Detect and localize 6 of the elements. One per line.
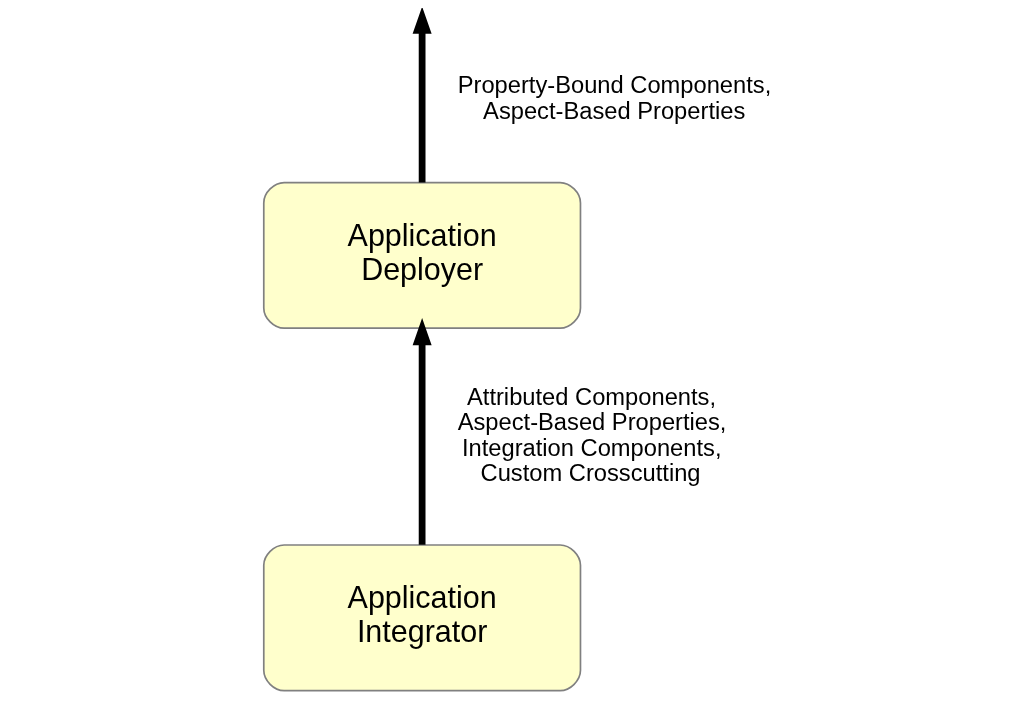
arrow [412,8,432,183]
node-box: Application Integrator [262,544,582,692]
edge-label: Attributed Components, Aspect-Based Properties, Integration Components, Custom Crosscutting [457,383,727,486]
edge-label: Property-Bound Components, Aspect-Based Properties [457,72,772,124]
arrow [412,318,432,545]
node-box: Application Deployer [262,181,582,330]
